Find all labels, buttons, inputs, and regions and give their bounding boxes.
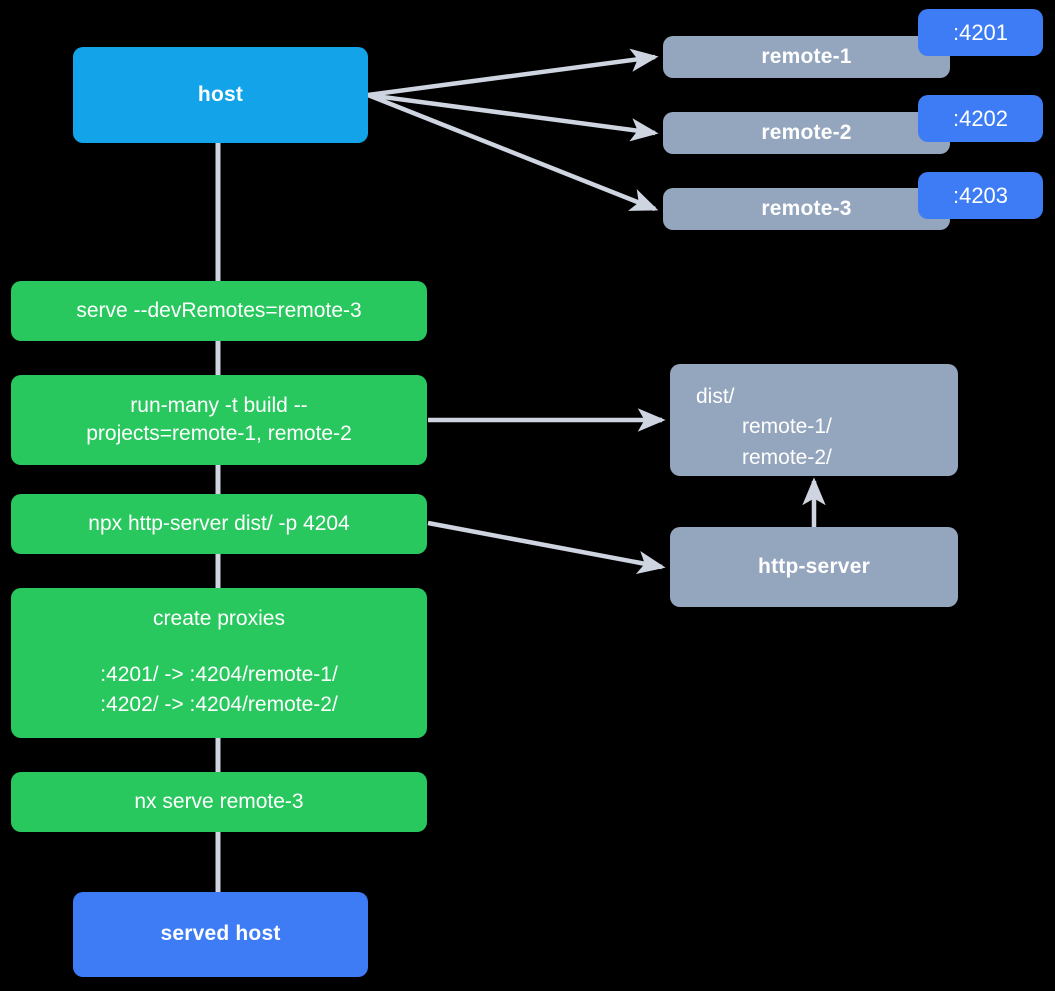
port-badge-remote-1-label: :4201 xyxy=(952,19,1009,45)
node-remote-3-label: remote-3 xyxy=(761,196,852,220)
node-command-serve[interactable]: serve --devRemotes=remote-3 xyxy=(11,281,427,341)
port-badge-remote-1: :4201 xyxy=(918,9,1043,56)
edge-host-to-remote-1 xyxy=(367,48,659,98)
node-served-host-label: served host xyxy=(160,922,281,946)
dist-folder-tree: dist/ remote-1/ remote-2/ xyxy=(696,382,832,473)
port-badge-remote-3-label: :4203 xyxy=(952,182,1009,208)
dist-folder-child-1: remote-1/ xyxy=(742,415,832,439)
node-http-server-label: http-server xyxy=(758,554,870,578)
node-dist-folder[interactable]: dist/ remote-1/ remote-2/ xyxy=(670,364,958,476)
edge-host-to-remote-2 xyxy=(367,92,659,142)
node-command-npx-http-server-label: npx http-server dist/ -p 4204 xyxy=(88,511,350,535)
edge-npx-to-http-server xyxy=(427,520,666,575)
node-command-serve-label: serve --devRemotes=remote-3 xyxy=(76,298,362,322)
node-command-run-many[interactable]: run-many -t build -- projects=remote-1, … xyxy=(11,375,427,465)
port-badge-remote-2: :4202 xyxy=(918,95,1043,142)
node-command-nx-serve-remote-3[interactable]: nx serve remote-3 xyxy=(11,772,427,832)
node-remote-1-label: remote-1 xyxy=(761,44,852,68)
create-proxies-mapping-1: :4201/ -> :4204/remote-1/ xyxy=(100,662,338,686)
dist-folder-child-2: remote-2/ xyxy=(742,445,832,469)
node-command-npx-http-server[interactable]: npx http-server dist/ -p 4204 xyxy=(11,494,427,554)
node-command-run-many-line2: projects=remote-1, remote-2 xyxy=(86,422,352,445)
node-host-label: host xyxy=(197,82,244,106)
node-command-run-many-line1: run-many -t build -- xyxy=(130,393,308,417)
node-remote-3[interactable]: remote-3 xyxy=(663,188,950,230)
node-command-create-proxies[interactable]: create proxies :4201/ -> :4204/remote-1/… xyxy=(11,588,427,738)
node-remote-2-label: remote-2 xyxy=(761,120,852,144)
port-badge-remote-2-label: :4202 xyxy=(952,105,1009,131)
create-proxies-title: create proxies xyxy=(153,607,285,631)
node-remote-1[interactable]: remote-1 xyxy=(663,36,950,78)
edge-host-to-remote-3 xyxy=(367,92,659,212)
node-served-host[interactable]: served host xyxy=(73,892,368,977)
node-host[interactable]: host xyxy=(73,47,368,143)
create-proxies-mapping-2: :4202/ -> :4204/remote-2/ xyxy=(100,693,338,717)
node-http-server[interactable]: http-server xyxy=(670,527,958,607)
dist-folder-root: dist/ xyxy=(696,385,735,408)
node-remote-2[interactable]: remote-2 xyxy=(663,112,950,154)
port-badge-remote-3: :4203 xyxy=(918,172,1043,219)
create-proxies-content: create proxies :4201/ -> :4204/remote-1/… xyxy=(25,605,413,720)
node-command-nx-serve-remote-3-label: nx serve remote-3 xyxy=(134,789,304,813)
